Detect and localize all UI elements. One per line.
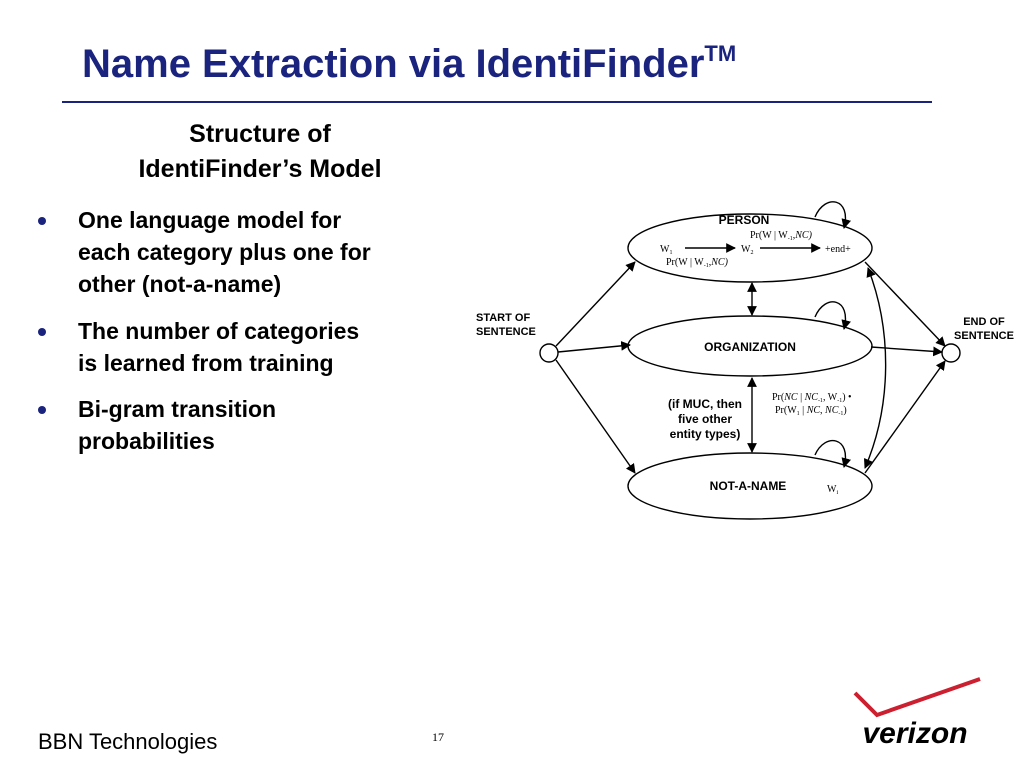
notaname-self-loop [814,439,852,468]
wi-token: Wi [827,484,838,496]
transition-prob-line2: Pr(W1 | NC, NC-1) [775,405,847,417]
notaname-to-end-arrow [864,360,946,474]
bullet-dot-icon [38,405,46,414]
end-node [941,343,961,363]
bullet-dot-icon [38,217,46,225]
page-number: 17 [432,730,444,744]
start-to-org-arrow [557,340,631,353]
org-to-end-arrow [870,346,943,357]
w1-token: W1 [660,244,672,256]
transition-prob-line1: Pr(NC | NC-1, W-1) • [772,392,852,404]
person-state [627,213,873,283]
not-a-name-state [627,452,873,520]
w2-token: W2 [741,244,753,256]
logo-check-icon [853,677,981,718]
organization-label: ORGANIZATION [704,340,796,354]
footer-company: BBN Technologies [38,729,218,754]
title-divider [62,101,932,103]
logo-text: verizon [862,717,967,750]
person-label: PERSON [719,213,770,227]
org-self-loop [814,301,851,330]
person-self-loop [814,201,852,229]
person-notaname-curve-arrow [863,267,887,469]
not-a-name-label: NOT-A-NAME [710,479,787,493]
person-prob-bottom: Pr(W | W-1,NC) [666,257,729,269]
slide-title: Name Extraction via IdentiFinderTM [82,40,737,86]
start-node [539,343,559,363]
start-to-notaname-arrow [555,359,636,474]
start-to-person-arrow [555,261,636,347]
person-to-end-arrow [864,261,946,347]
bullet-dot-icon [38,327,46,336]
person-prob-top: Pr(W | W-1,NC) [750,230,813,242]
end-token: +end+ [825,244,851,255]
trademark-superscript: TM [704,40,737,66]
verizon-logo: verizon [853,677,981,750]
